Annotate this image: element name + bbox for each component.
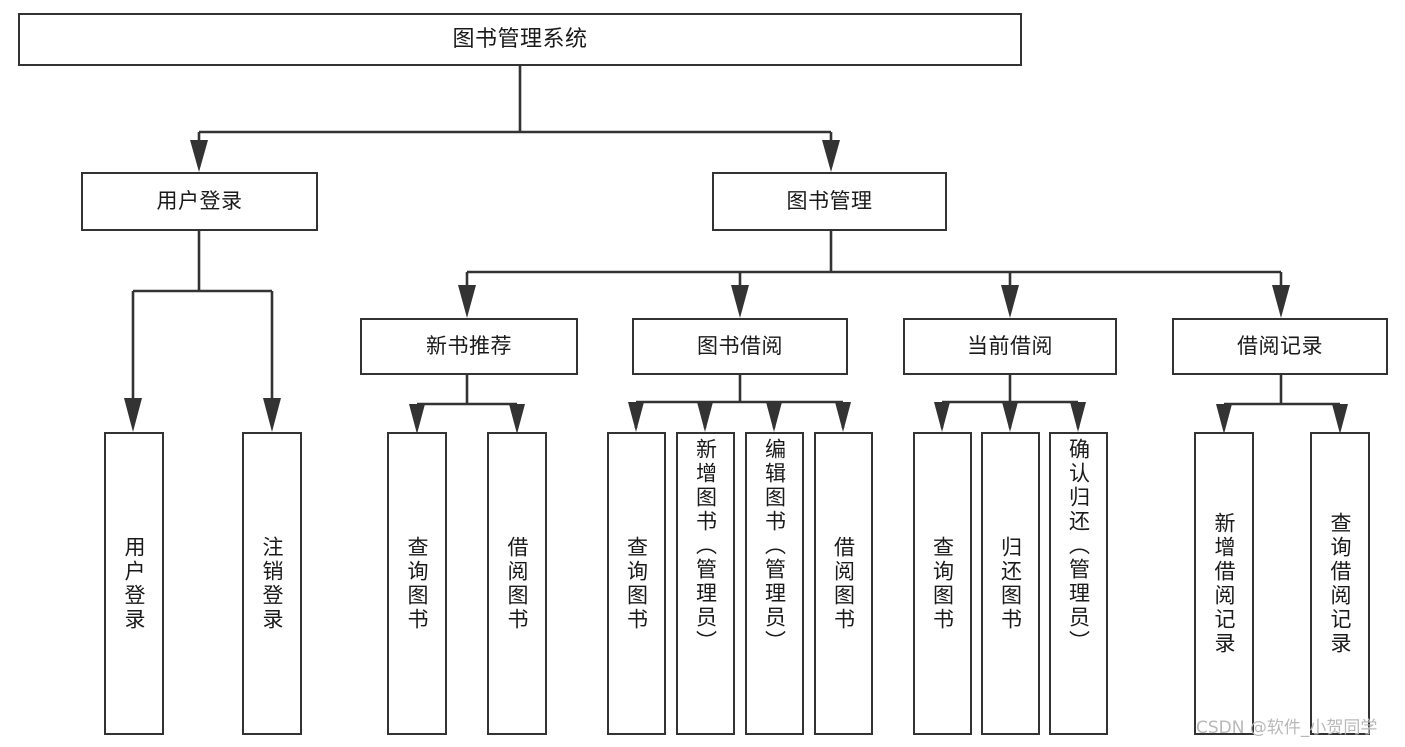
node-current-borrow-label: 当前借阅 — [967, 334, 1053, 359]
arrow-user-login — [190, 140, 208, 172]
node-leaf-confirm-return[interactable]: 确认归还（管理员） — [1049, 432, 1108, 735]
arrow-borrow-record-l1 — [1216, 404, 1232, 434]
arrow-current-borrow-l1 — [934, 402, 950, 432]
node-root-label: 图书管理系统 — [452, 26, 588, 52]
arrow-book-borrow — [731, 285, 749, 318]
node-user-login-label: 用户登录 — [156, 189, 243, 214]
arrow-new-book-l1 — [409, 404, 425, 434]
node-book-borrow-label: 图书借阅 — [697, 334, 783, 359]
arrow-new-book-l2 — [509, 404, 525, 434]
node-leaf-add-book[interactable]: 新增图书（管理员） — [676, 432, 735, 735]
arrow-current-borrow-l2 — [1002, 402, 1018, 432]
node-leaf-query-record[interactable]: 查询借阅记录 — [1310, 432, 1370, 735]
node-leaf-user-login-label: 用户登录 — [122, 535, 147, 632]
node-leaf-query-book-2[interactable]: 查询图书 — [607, 432, 666, 735]
node-leaf-confirm-return-label: 确认归还（管理员） — [1066, 438, 1091, 654]
node-leaf-return-book[interactable]: 归还图书 — [981, 432, 1040, 735]
arrow-current-borrow — [1001, 285, 1019, 318]
arrow-user-login-l2 — [263, 398, 281, 432]
arrow-book-borrow-l1 — [628, 402, 644, 432]
node-leaf-user-login[interactable]: 用户登录 — [104, 432, 164, 735]
arrow-book-manage — [822, 140, 840, 172]
node-book-borrow[interactable]: 图书借阅 — [632, 318, 848, 375]
node-leaf-borrow-book-1[interactable]: 借阅图书 — [487, 432, 547, 735]
node-new-book-recommend-label: 新书推荐 — [426, 334, 512, 359]
node-borrow-record[interactable]: 借阅记录 — [1172, 318, 1388, 375]
arrowheads — [124, 140, 1348, 434]
arrow-borrow-record-l2 — [1332, 404, 1348, 434]
node-leaf-borrow-book-1-label: 借阅图书 — [505, 535, 530, 632]
node-root[interactable]: 图书管理系统 — [18, 13, 1022, 66]
node-user-login[interactable]: 用户登录 — [81, 172, 318, 231]
node-leaf-logout-label: 注销登录 — [260, 535, 285, 632]
node-leaf-query-book-3[interactable]: 查询图书 — [913, 432, 972, 735]
arrow-book-borrow-l2 — [697, 402, 713, 432]
node-leaf-query-book-2-label: 查询图书 — [624, 535, 649, 632]
node-leaf-return-book-label: 归还图书 — [998, 535, 1023, 632]
node-borrow-record-label: 借阅记录 — [1237, 334, 1323, 359]
node-new-book-recommend[interactable]: 新书推荐 — [360, 318, 578, 375]
node-book-manage-label: 图书管理 — [786, 189, 873, 214]
node-leaf-query-book-1-label: 查询图书 — [405, 535, 430, 632]
node-leaf-borrow-book-2[interactable]: 借阅图书 — [814, 432, 873, 735]
node-leaf-add-book-label: 新增图书（管理员） — [693, 438, 718, 654]
node-leaf-query-book-1[interactable]: 查询图书 — [387, 432, 447, 735]
arrow-current-borrow-l3 — [1070, 402, 1086, 432]
node-leaf-query-record-label: 查询借阅记录 — [1328, 511, 1353, 656]
node-book-manage[interactable]: 图书管理 — [712, 172, 947, 231]
node-leaf-query-book-3-label: 查询图书 — [930, 535, 955, 632]
arrow-book-borrow-l4 — [835, 402, 851, 432]
arrow-new-book — [458, 285, 476, 318]
node-leaf-add-record[interactable]: 新增借阅记录 — [1194, 432, 1254, 735]
node-leaf-logout[interactable]: 注销登录 — [242, 432, 302, 735]
node-leaf-edit-book-label: 编辑图书（管理员） — [762, 438, 787, 654]
node-leaf-add-record-label: 新增借阅记录 — [1212, 511, 1237, 656]
arrow-book-borrow-l3 — [766, 402, 782, 432]
node-current-borrow[interactable]: 当前借阅 — [903, 318, 1117, 375]
node-leaf-borrow-book-2-label: 借阅图书 — [831, 535, 856, 632]
node-leaf-edit-book[interactable]: 编辑图书（管理员） — [745, 432, 804, 735]
arrow-borrow-record — [1272, 285, 1290, 318]
arrow-user-login-l1 — [124, 398, 142, 432]
